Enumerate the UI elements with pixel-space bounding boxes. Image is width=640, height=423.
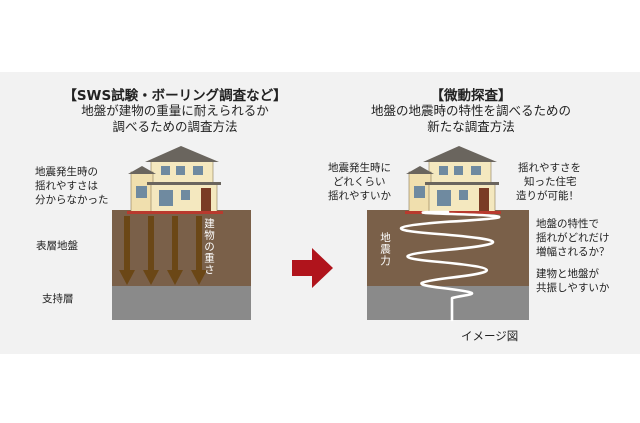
right-note-left-1: 地震発生時に [328, 162, 391, 174]
right-note-top-2: 知った住宅 [524, 176, 577, 188]
background-band [0, 72, 640, 354]
right-note-bottom-2: 共振しやすいか [536, 282, 610, 294]
label-building-weight: 建物の重さ [203, 218, 215, 276]
left-house-icon [126, 145, 224, 215]
right-bearing-layer [367, 286, 529, 320]
left-surface-layer [112, 210, 251, 286]
label-surface-ground: 表層地盤 [36, 240, 78, 252]
right-subtitle-1: 地盤の地震時の特性を調べるための [370, 103, 571, 118]
label-seismic-force: 地震力 [379, 232, 391, 267]
right-note-mid-1: 地盤の特性で [536, 218, 599, 230]
left-subtitle-1: 地盤が建物の重量に耐えられるか [81, 103, 269, 118]
label-bearing-layer: 支持層 [42, 293, 74, 305]
left-note-3: 分からなかった [35, 194, 109, 206]
left-title: 【SWS試験・ボーリング調査など】 [63, 88, 287, 104]
seismic-wave-icon [399, 210, 501, 322]
right-note-top-3: 造りが可能！ [516, 190, 579, 202]
left-note-2: 揺れやすさは [35, 180, 98, 192]
right-note-bottom-1: 建物と地盤が [536, 268, 599, 280]
right-house-icon [404, 145, 502, 215]
right-note-mid-3: 増幅されるか？ [536, 246, 610, 258]
right-note-left-2: どれくらい [333, 176, 386, 188]
right-note-top-1: 揺れやすさを [518, 162, 581, 174]
left-subtitle-2: 調べるための調査方法 [112, 119, 238, 134]
right-subtitle-2: 新たな調査方法 [427, 119, 515, 134]
left-bearing-layer [112, 286, 251, 320]
image-caption: イメージ図 [461, 329, 519, 343]
left-note-1: 地震発生時の [35, 166, 98, 178]
weight-arrows [119, 216, 207, 285]
right-title: 【微動探査】 [430, 88, 512, 104]
right-note-left-3: 揺れやすいか [328, 190, 391, 202]
transition-arrow-icon [292, 248, 333, 288]
right-note-mid-2: 揺れがどれだけ [536, 232, 610, 244]
